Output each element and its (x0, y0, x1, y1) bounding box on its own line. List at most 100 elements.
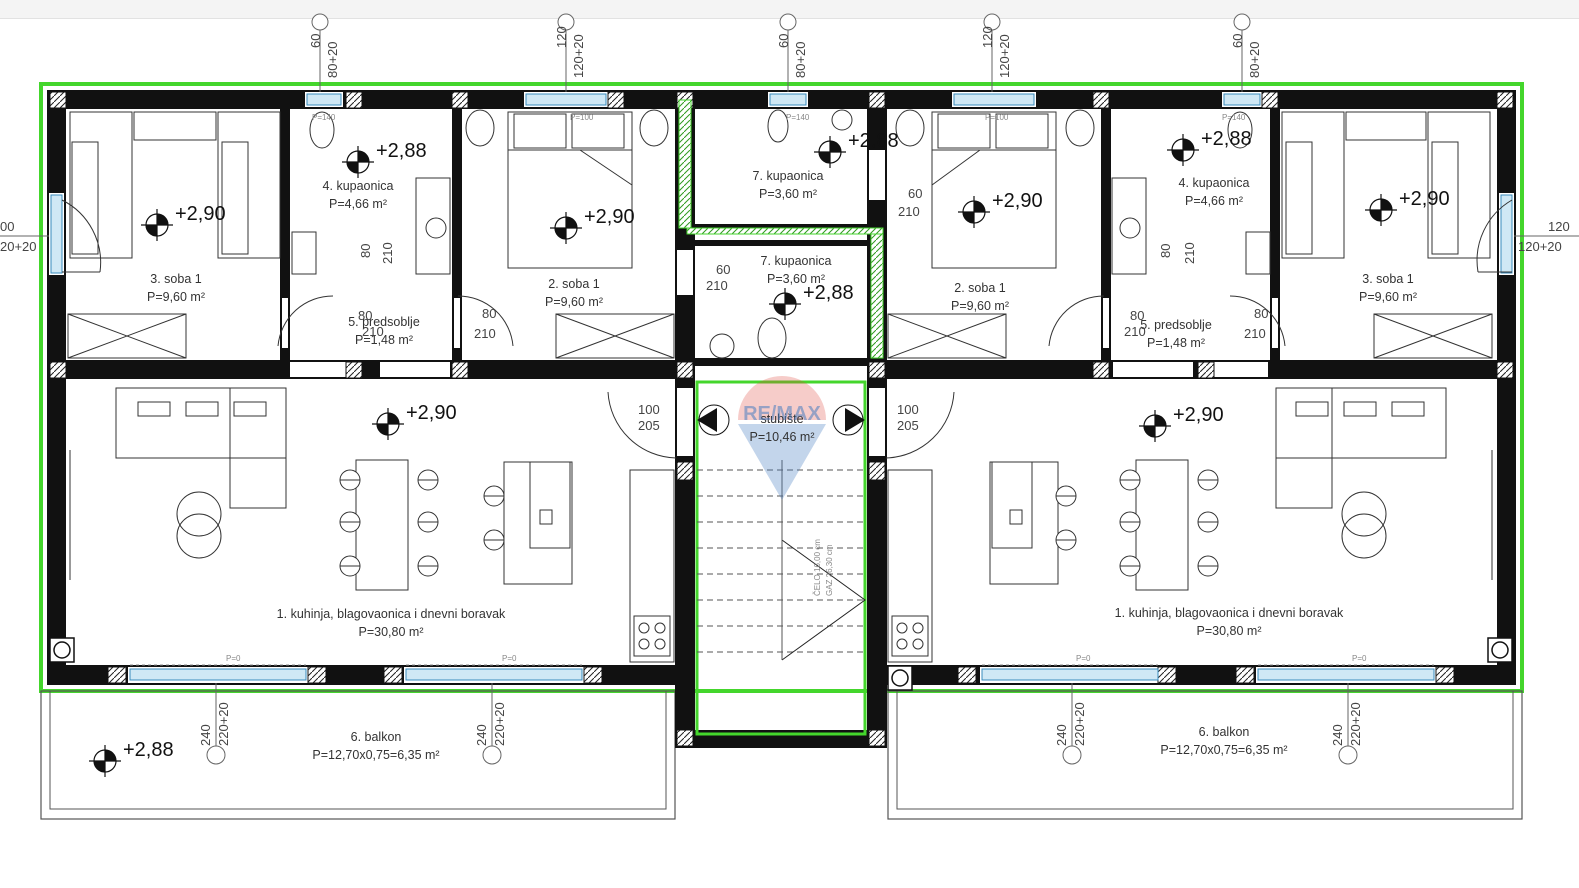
room-name: 2. soba 1 (954, 281, 1005, 295)
room-area: P=3,60 m² (759, 187, 817, 201)
door-dimension: 210 (1182, 242, 1197, 264)
door-dimension: 80 (358, 308, 372, 323)
room-name: 1. kuhinja, blagovaonica i dnevni borava… (1115, 606, 1344, 620)
stair-note: ČELO 16,00 cm (813, 539, 822, 596)
room-name: 7. kupaonica (753, 169, 824, 183)
level-value: +2,88 (1201, 128, 1252, 150)
window-dimension: 220+20 (1348, 702, 1363, 746)
door-dimension: 205 (897, 418, 919, 433)
level-value: +2,90 (992, 190, 1043, 212)
window-dimension: 120+20 (1518, 239, 1562, 254)
opening-label: P=100 (985, 113, 1009, 122)
level-value: +2,88 (803, 282, 854, 304)
room-area: P=9,60 m² (147, 290, 205, 304)
opening-label: P=0 (502, 654, 517, 663)
window-dimension: 120+20 (571, 34, 586, 78)
window-dimension: 20+20 (0, 239, 37, 254)
opening-label: P=0 (226, 654, 241, 663)
watermark-text: RE/MAX (743, 403, 821, 425)
opening-label: P=0 (1076, 654, 1091, 663)
door-dimension: 210 (706, 278, 728, 293)
level-marker-icon (1364, 193, 1398, 227)
door-dimension: 80 (1254, 306, 1268, 321)
window-dimension: 60 (308, 34, 323, 48)
window-dimension: 120 (554, 26, 569, 48)
window-dimension: 120 (1548, 219, 1570, 234)
opening-label: P=140 (312, 113, 336, 122)
level-value: +2,88 (376, 140, 427, 162)
window-dimension: 60 (1230, 34, 1245, 48)
room-name: 7. kupaonica (761, 254, 832, 268)
window-dimension: 80+20 (325, 41, 340, 78)
level-value: +2,90 (1173, 404, 1224, 426)
window-dimension: 240 (474, 724, 489, 746)
level-value: +2,90 (406, 402, 457, 424)
room-area: P=30,80 m² (1197, 624, 1262, 638)
room-area: P=4,66 m² (329, 197, 387, 211)
room-area: P=3,60 m² (767, 272, 825, 286)
level-value: +2,88 (123, 739, 174, 761)
door-dimension: 210 (1124, 324, 1146, 339)
room-area: P=12,70x0,75=6,35 m² (1160, 743, 1287, 757)
room-area: P=9,60 m² (1359, 290, 1417, 304)
level-marker-icon (1166, 133, 1200, 167)
window-dimension: 240 (1054, 724, 1069, 746)
window-dimension: 120 (980, 26, 995, 48)
room-area: P=10,46 m² (750, 430, 815, 444)
room-name: 1. kuhinja, blagovaonica i dnevni borava… (277, 607, 506, 621)
window-dimension: 60 (776, 34, 791, 48)
room-name: 3. soba 1 (1362, 272, 1413, 286)
room-area: P=9,60 m² (951, 299, 1009, 313)
window-dimension: 240 (1330, 724, 1345, 746)
remax-watermark (738, 376, 826, 500)
room-name: 5. predsoblje (348, 315, 420, 329)
room-name: stubište (760, 412, 803, 426)
level-marker-icon (88, 744, 122, 778)
door-dimension: 210 (1244, 326, 1266, 341)
door-dimension: 210 (380, 242, 395, 264)
opening-label: P=0 (1352, 654, 1367, 663)
level-value: +2,90 (175, 203, 226, 225)
window-dimension: 220+20 (216, 702, 231, 746)
room-area: P=9,60 m² (545, 295, 603, 309)
level-marker-icon (140, 208, 174, 242)
door-dimension: 205 (638, 418, 660, 433)
opening-label: P=140 (786, 113, 810, 122)
opening-label: P=140 (1222, 113, 1246, 122)
floor-outline (39, 82, 1524, 693)
door-dimension: 100 (897, 402, 919, 417)
door-dimension: 210 (898, 204, 920, 219)
room-area: P=12,70x0,75=6,35 m² (312, 748, 439, 762)
room-name: 4. kupaonica (1179, 176, 1250, 190)
room-name: 3. soba 1 (150, 272, 201, 286)
room-name: 2. soba 1 (548, 277, 599, 291)
window-dimension: 220+20 (492, 702, 507, 746)
level-marker-icon (1138, 409, 1172, 443)
door-dimension: 60 (908, 186, 922, 201)
room-name: 4. kupaonica (323, 179, 394, 193)
window-dimension: 220+20 (1072, 702, 1087, 746)
room-area: P=4,66 m² (1185, 194, 1243, 208)
window-dimension: 00 (0, 219, 14, 234)
level-marker-icon (341, 145, 375, 179)
room-area: P=1,48 m² (355, 333, 413, 347)
room-area: P=1,48 m² (1147, 336, 1205, 350)
stair-note: GAZ 26,30 cm (825, 544, 834, 596)
room-name: 6. balkon (351, 730, 402, 744)
level-marker-icon (768, 287, 802, 321)
window-dimension: 240 (198, 724, 213, 746)
level-value: +2,88 (848, 130, 899, 152)
door-dimension: 80 (1130, 308, 1144, 323)
window-dimension: 120+20 (997, 34, 1012, 78)
window-dimension: 80+20 (793, 41, 808, 78)
door-dimension: 80 (1158, 244, 1173, 258)
level-value: +2,90 (584, 206, 635, 228)
door-dimension: 100 (638, 402, 660, 417)
opening-label: P=100 (570, 113, 594, 122)
room-name: 6. balkon (1199, 725, 1250, 739)
door-dimension: 60 (716, 262, 730, 277)
level-marker-icon (549, 211, 583, 245)
window-dimension: 80+20 (1247, 41, 1262, 78)
room-name: 5. predsoblje (1140, 318, 1212, 332)
